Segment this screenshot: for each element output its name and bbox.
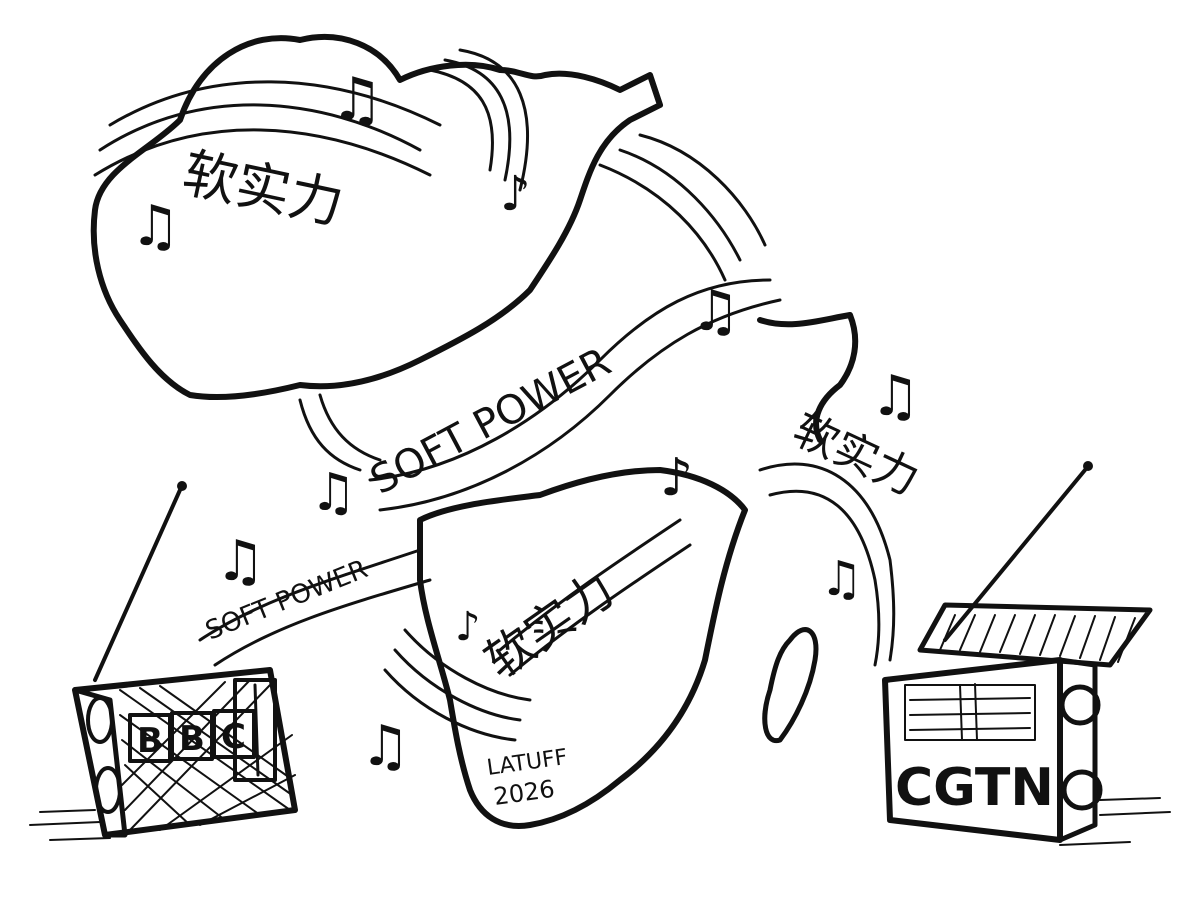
- captions: 软实力 SOFT POWER SOFT POWER 软实力 软实力: [177, 141, 926, 690]
- music-note-icon: ♪: [455, 604, 481, 650]
- artist-signature: LATUFF 2026: [485, 745, 569, 811]
- music-notes: ♫ ♫ ♪ ♫ ♫ ♫ ♫ ♪ ♫ ♫ ♪: [130, 65, 920, 779]
- europe-outline: [90, 34, 663, 400]
- soft-power-zh-africa: 软实力: [475, 561, 625, 689]
- bbc-radio: B B C: [29, 481, 298, 841]
- signature-year: 2026: [492, 775, 556, 811]
- cgtn-logo: CGTN: [895, 758, 1054, 818]
- music-note-icon: ♫: [330, 65, 384, 135]
- music-note-icon: ♪: [660, 448, 693, 508]
- signature-name: LATUFF: [485, 745, 569, 781]
- music-note-icon: ♫: [870, 364, 920, 429]
- bbc-logo-b2: B: [179, 719, 205, 759]
- music-note-icon: ♪: [500, 166, 531, 222]
- middle-east-outline: [757, 312, 859, 443]
- sound-waves: [93, 48, 896, 742]
- music-note-icon: ♫: [215, 529, 265, 594]
- africa-outline: [417, 467, 748, 829]
- soft-power-zh-top: 软实力: [177, 141, 349, 236]
- map-outline: [90, 34, 859, 829]
- music-note-icon: ♫: [310, 463, 357, 523]
- music-note-icon: ♫: [130, 194, 180, 259]
- madagascar-outline: [762, 627, 819, 744]
- music-note-icon: ♫: [360, 714, 410, 779]
- cgtn-radio: CGTN: [882, 461, 1171, 846]
- music-note-icon: ♫: [820, 551, 863, 607]
- music-note-icon: ♫: [690, 279, 740, 344]
- bbc-logo-b1: B: [137, 721, 163, 761]
